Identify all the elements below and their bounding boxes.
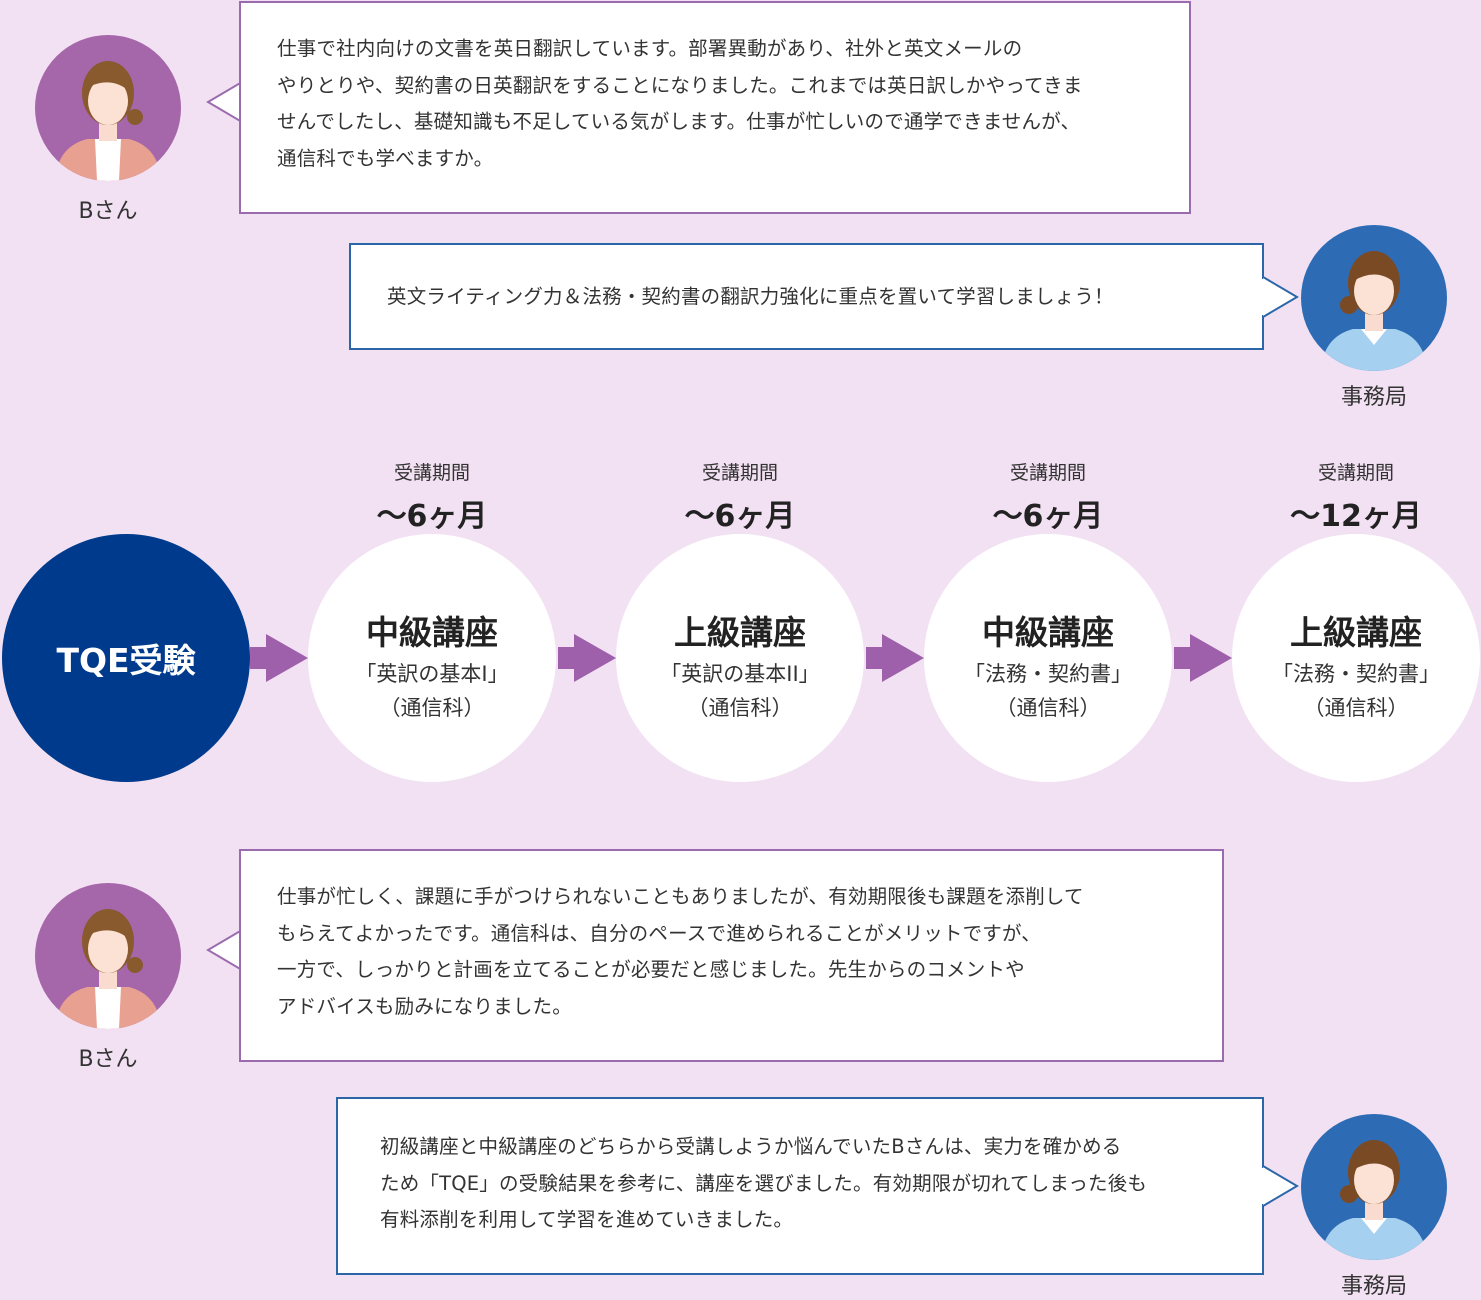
student-avatar	[35, 883, 181, 1029]
bubble-text-line: 一方で、しっかりと計画を立てることが必要だと感じました。先生からのコメントや	[277, 958, 1025, 981]
period-value: ～6ヶ月	[376, 499, 488, 534]
period-label: 受講期間	[701, 462, 778, 484]
course-type: （通信科）	[379, 696, 485, 720]
course-name: 「英訳の基本II」	[660, 662, 820, 686]
staff-avatar	[1301, 225, 1447, 371]
flow-arrow-icon	[866, 634, 924, 682]
period-label-group: 受講期間 ～12ヶ月	[1256, 458, 1456, 535]
bubble-text-line: 英文ライティング力＆法務・契約書の翻訳力強化に重点を置いて学習しましょう！	[387, 285, 1114, 308]
female-student-avatar-icon	[35, 35, 181, 181]
speech-bubble-tail	[206, 929, 242, 971]
bubble-text-line: もらえてよかったです。通信科は、自分のペースで進められることがメリットですが、	[277, 921, 1042, 945]
course-step-circle: 中級講座 「英訳の基本I」 （通信科）	[308, 534, 556, 782]
bubble-text-line: やりとりや、契約書の日英翻訳をすることになりました。これまでは英日訳しかやってき…	[277, 73, 1083, 97]
speech-bubble-staff: 英文ライティング力＆法務・契約書の翻訳力強化に重点を置いて学習しましょう！	[349, 243, 1264, 350]
period-label: 受講期間	[393, 462, 470, 484]
course-level: 中級講座	[982, 613, 1114, 652]
flow-arrow-icon	[250, 634, 308, 682]
bubble-text-line: 仕事で社内向けの文書を英日翻訳しています。部署異動があり、社外と英文メールの	[277, 37, 1023, 60]
bubble-text-line: 初級講座と中級講座のどちらから受講しようか悩んでいたBさんは、実力を確かめる	[380, 1135, 1122, 1158]
period-label-group: 受講期間 ～6ヶ月	[640, 458, 840, 535]
course-level: 中級講座	[366, 613, 498, 652]
speaker-label: 事務局	[1340, 385, 1407, 410]
period-label: 受講期間	[1317, 462, 1394, 484]
course-name: 「法務・契約書」	[964, 662, 1132, 686]
course-name: 「英訳の基本I」	[355, 662, 509, 686]
bubble-text-line: 通信科でも学べますか。	[277, 146, 494, 170]
female-staff-avatar-icon	[1301, 225, 1447, 371]
course-type: （通信科）	[1303, 696, 1409, 720]
course-step-circle: 上級講座 「法務・契約書」 （通信科）	[1232, 534, 1480, 782]
period-value: ～6ヶ月	[992, 499, 1104, 534]
speech-bubble-student: 仕事が忙しく、課題に手がつけられないこともありましたが、有効期限後も課題を添削し…	[239, 849, 1224, 1062]
speech-bubble-tail	[206, 81, 242, 123]
bubble-text-line: アドバイスも励みになりました。	[277, 994, 572, 1018]
speech-bubble-tail	[1261, 276, 1299, 318]
bubble-text-line: ため「TQE」の受験結果を参考に、講座を選びました。有効期限が切れてしまった後も	[380, 1171, 1148, 1195]
course-step-circle: 中級講座 「法務・契約書」 （通信科）	[924, 534, 1172, 782]
speech-bubble-staff: 初級講座と中級講座のどちらから受講しようか悩んでいたBさんは、実力を確かめる た…	[336, 1097, 1264, 1275]
student-avatar	[35, 35, 181, 181]
speaker-label: 事務局	[1340, 1274, 1407, 1299]
course-type: （通信科）	[687, 696, 793, 720]
period-label-group: 受講期間 ～6ヶ月	[332, 458, 532, 535]
period-label: 受講期間	[1009, 462, 1086, 484]
speaker-label: Bさん	[78, 1047, 138, 1072]
course-level: 上級講座	[1290, 613, 1422, 652]
course-type: （通信科）	[995, 696, 1101, 720]
speech-bubble-student: 仕事で社内向けの文書を英日翻訳しています。部署異動があり、社外と英文メールの や…	[239, 1, 1191, 214]
flow-arrow-icon	[558, 634, 616, 682]
period-value: ～6ヶ月	[684, 499, 796, 534]
female-staff-avatar-icon	[1301, 1114, 1447, 1260]
bubble-text-line: 有料添削を利用して学習を進めていきました。	[380, 1208, 794, 1231]
period-label-group: 受講期間 ～6ヶ月	[948, 458, 1148, 535]
course-name: 「法務・契約書」	[1272, 662, 1440, 686]
female-student-avatar-icon	[35, 883, 181, 1029]
bubble-text-line: せんでしたし、基礎知識も不足している気がします。仕事が忙しいので通学できませんが…	[277, 110, 1081, 133]
speaker-label: Bさん	[78, 199, 138, 224]
staff-avatar	[1301, 1114, 1447, 1260]
period-value: ～12ヶ月	[1290, 499, 1422, 534]
tqe-exam-circle: TQE受験	[2, 534, 250, 782]
bubble-text-line: 仕事が忙しく、課題に手がつけられないこともありましたが、有効期限後も課題を添削し…	[277, 885, 1084, 908]
flow-arrow-icon	[1174, 634, 1232, 682]
course-level: 上級講座	[674, 613, 806, 652]
speech-bubble-tail	[1261, 1165, 1299, 1207]
course-step-circle: 上級講座 「英訳の基本II」 （通信科）	[616, 534, 864, 782]
